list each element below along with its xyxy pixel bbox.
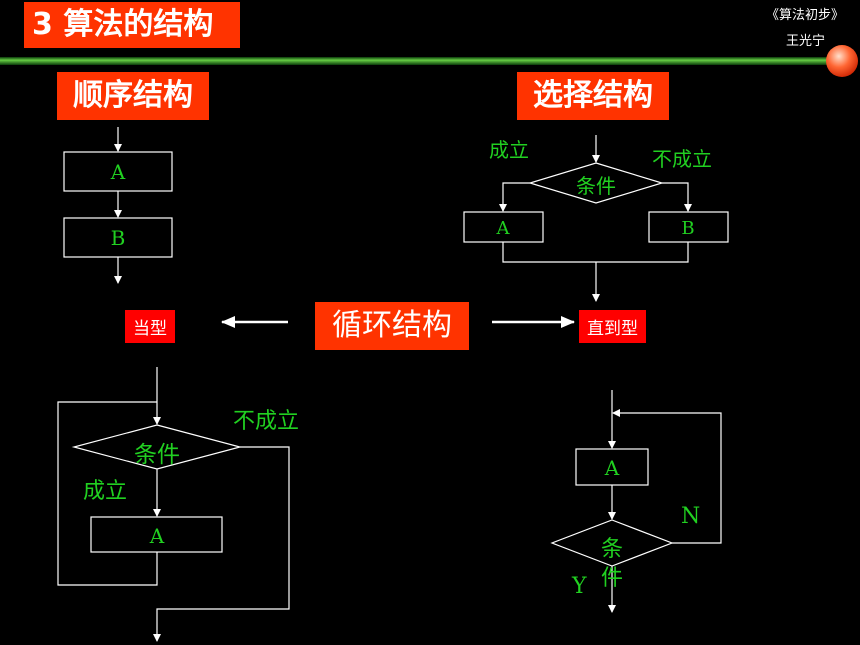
while-loop-flowchart (57, 367, 290, 642)
selection-condition-label: 条件 (576, 174, 616, 198)
sequence-title: 顺序结构 (57, 72, 209, 120)
page-title: 3 算法的结构 (24, 2, 240, 48)
until-loop-label: 直到型 (579, 310, 646, 343)
until-no-label: N (681, 504, 700, 529)
selection-flowchart (463, 135, 729, 302)
until-condition-label-1: 条 (601, 537, 623, 562)
while-box-a-label: A (149, 524, 165, 548)
sequence-box-b-label: B (111, 226, 126, 250)
while-no-label: 不成立 (233, 409, 299, 434)
while-loop-label: 当型 (125, 310, 175, 343)
selection-box-b-label: B (681, 218, 694, 239)
selection-condition-diamond (527, 162, 665, 204)
book-title: 《算法初步》 (766, 8, 845, 23)
until-yes-label: Y (571, 574, 587, 599)
sequence-flowchart (63, 127, 173, 284)
selection-yes-label: 成立 (489, 138, 529, 162)
until-condition-label-2: 件 (601, 566, 623, 591)
while-yes-label: 成立 (83, 479, 127, 504)
header-rule (0, 57, 835, 65)
until-box-a-label: A (604, 456, 620, 480)
loop-title: 循环结构 (315, 302, 469, 350)
until-loop-flowchart (550, 390, 722, 613)
selection-box-a-label: A (496, 218, 511, 239)
header-ball (826, 45, 858, 77)
author-name: 王光宁 (786, 34, 826, 49)
selection-no-label: 不成立 (652, 147, 712, 171)
sequence-box-a-label: A (110, 160, 126, 184)
selection-title: 选择结构 (517, 72, 669, 120)
while-condition-label: 条件 (134, 442, 180, 468)
